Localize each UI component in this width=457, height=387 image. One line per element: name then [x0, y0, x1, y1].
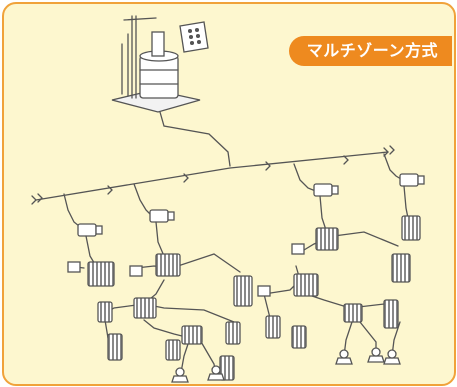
zone-drop-3: [293, 163, 319, 193]
pressure-switch: [67, 243, 305, 297]
pump-unit: [111, 15, 201, 113]
bearing-housing: [171, 347, 401, 383]
main-header: [35, 151, 389, 201]
multi-zone-lubrication-diagram: [31, 15, 425, 383]
injector-block: [97, 253, 411, 381]
feed-line: [159, 111, 231, 167]
control-box: [179, 21, 209, 53]
divider-valve: [87, 215, 421, 345]
zone-valve: [77, 173, 425, 237]
system-type-badge: マルチゾーン方式: [288, 36, 452, 66]
